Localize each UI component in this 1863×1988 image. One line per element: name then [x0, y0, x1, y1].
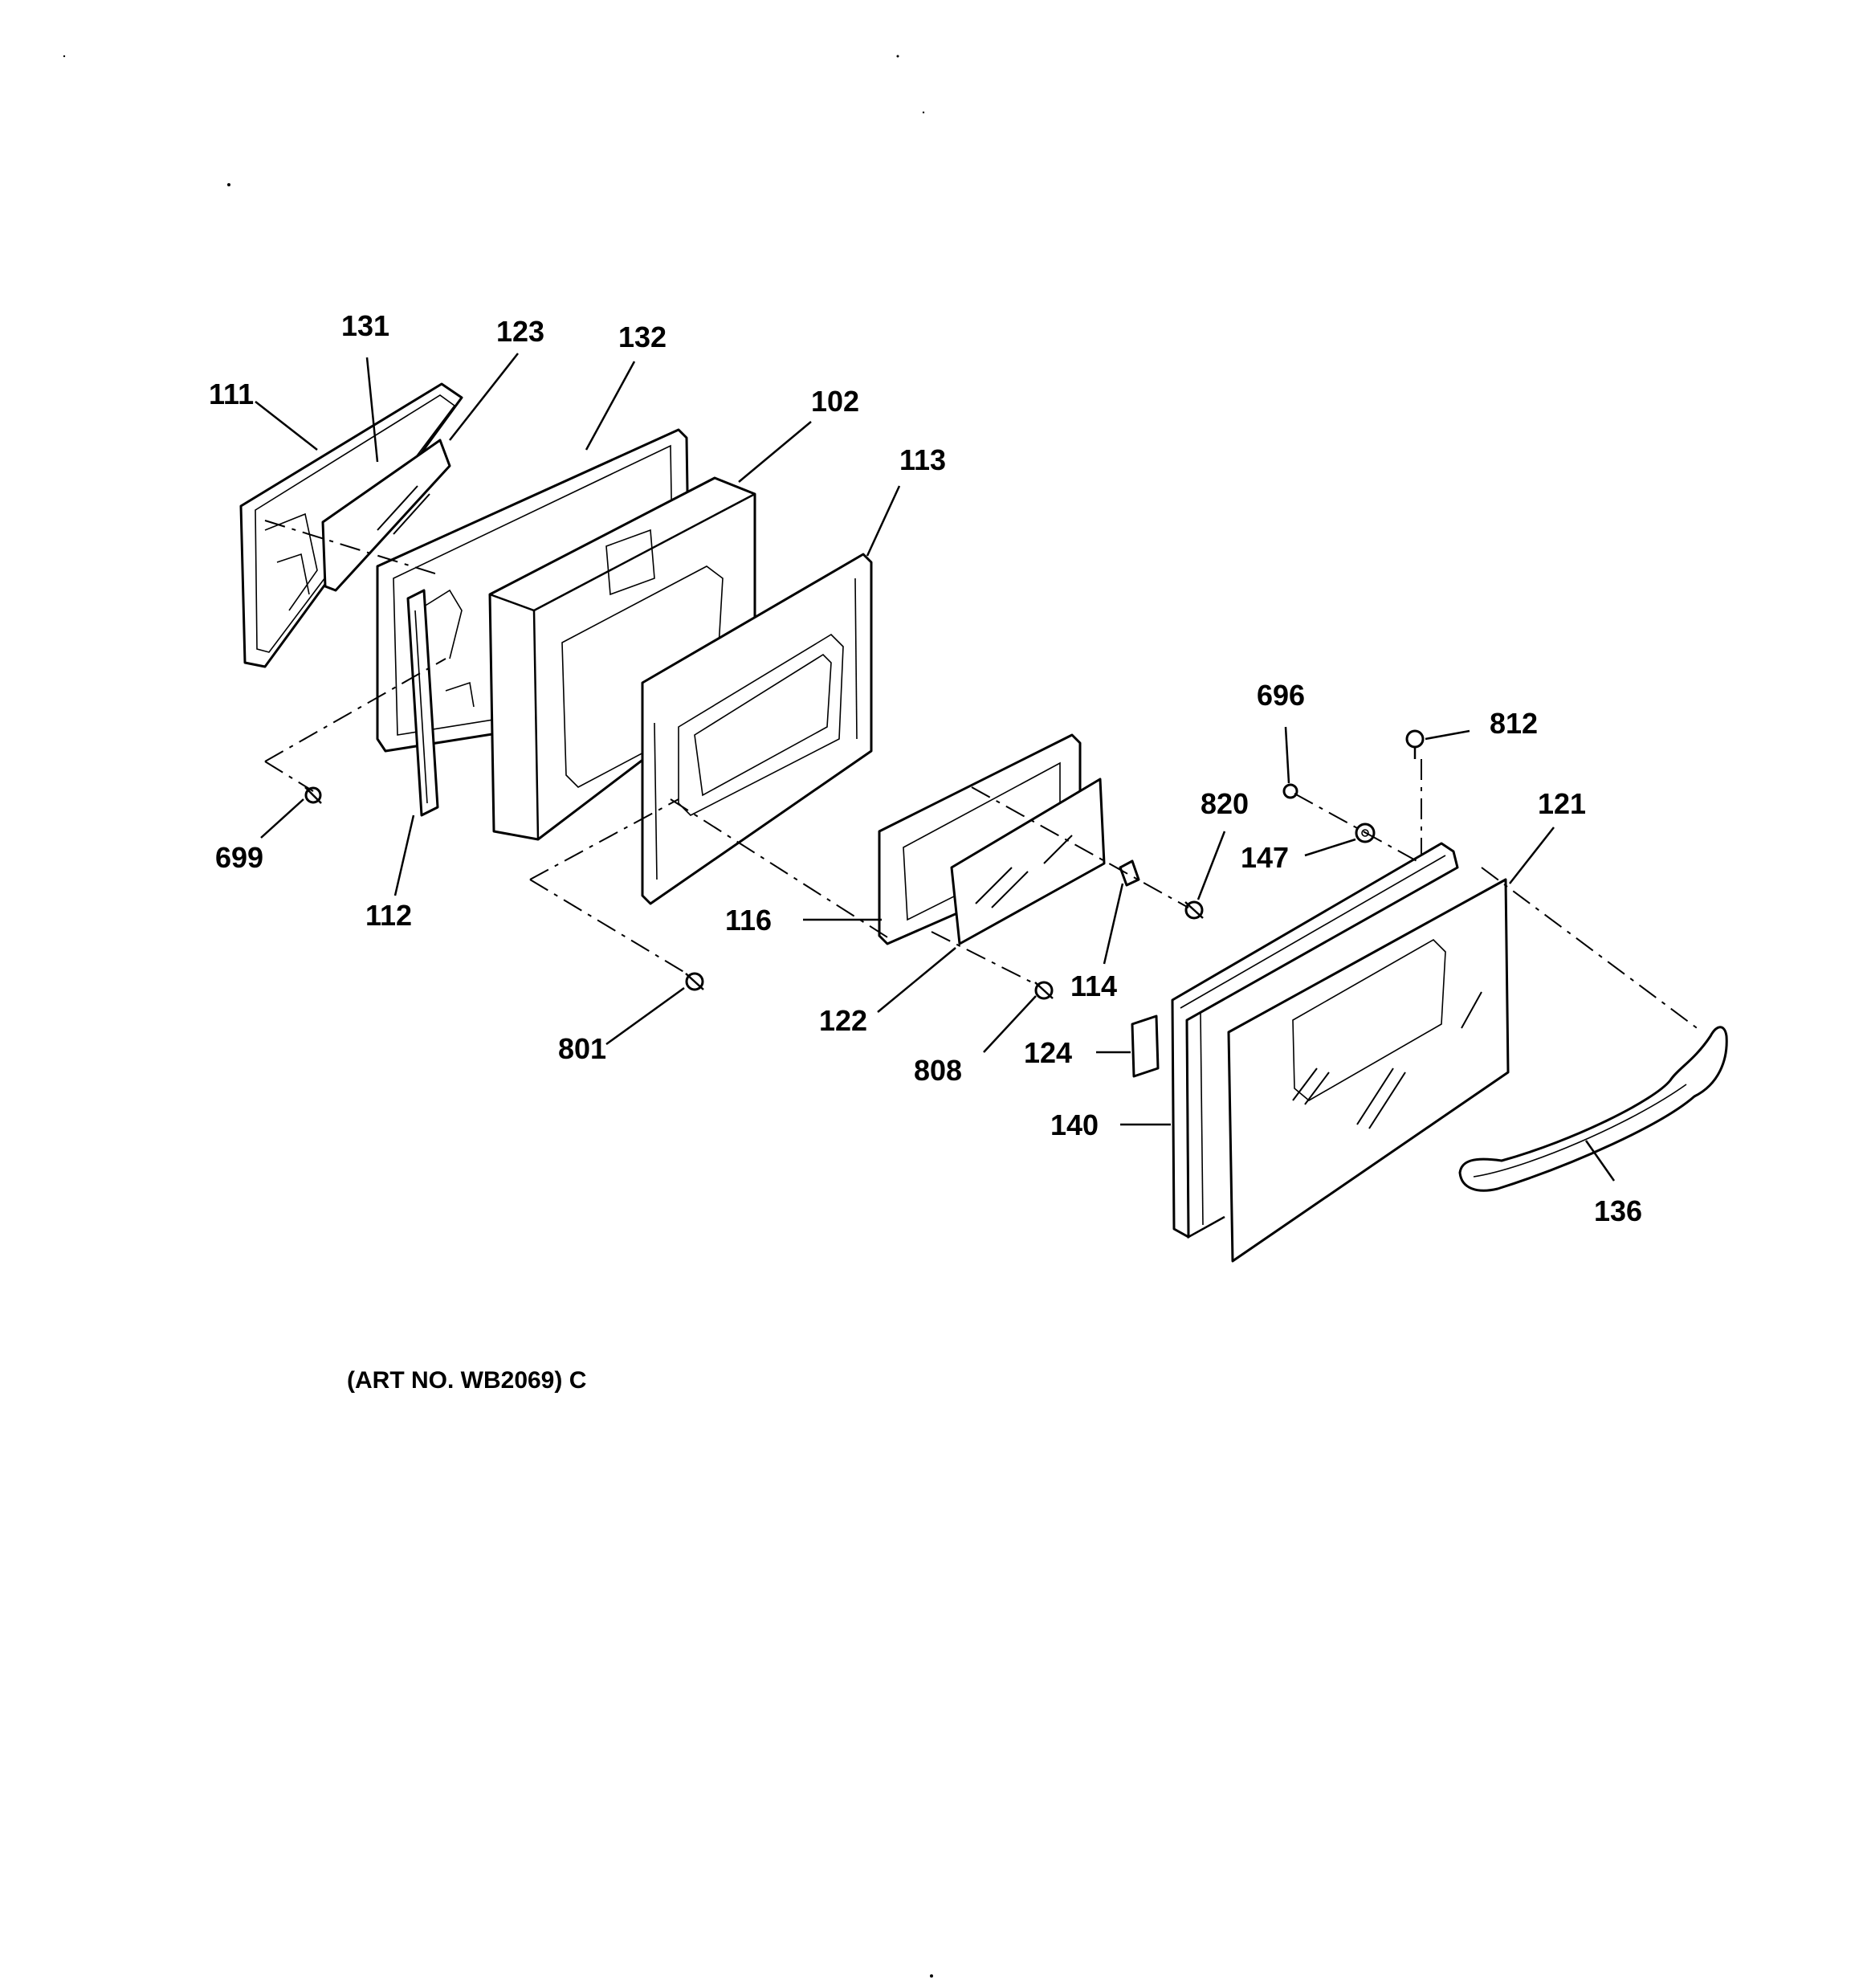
screw-812	[1405, 729, 1425, 759]
callout-131: 131	[341, 309, 389, 342]
screw-801	[685, 972, 704, 991]
callout-696: 696	[1257, 679, 1305, 712]
callout-699: 699	[215, 841, 263, 874]
screw-696	[1282, 783, 1298, 799]
part-121-outer-glass	[1227, 878, 1510, 1263]
callout-140: 140	[1050, 1108, 1099, 1141]
part-112-hinge-channel	[406, 589, 439, 817]
part-102-insulation	[488, 476, 756, 841]
callout-820: 820	[1201, 787, 1249, 820]
callout-136: 136	[1594, 1194, 1642, 1227]
callout-122: 122	[819, 1004, 867, 1037]
part-136-handle	[1458, 1026, 1728, 1192]
callout-801: 801	[558, 1032, 606, 1065]
callout-111: 111	[209, 378, 254, 410]
assembly-lines	[264, 520, 1703, 1033]
callout-124: 124	[1024, 1036, 1072, 1069]
callout-116: 116	[725, 904, 772, 937]
callout-112: 112	[365, 899, 412, 932]
part-123-inner-glass	[321, 439, 451, 592]
part-140-outer-frame	[1171, 842, 1459, 1239]
callout-812: 812	[1490, 707, 1538, 740]
leader-lines	[255, 353, 1616, 1182]
callout-132: 132	[618, 320, 667, 353]
callout-123: 123	[496, 315, 544, 348]
part-114-clip	[1119, 859, 1140, 887]
callout-114: 114	[1070, 970, 1117, 1002]
callout-121: 121	[1538, 787, 1586, 820]
part-124-insert	[1131, 1014, 1160, 1078]
scan-speckles	[63, 55, 933, 1978]
screw-820	[1184, 900, 1204, 920]
art-number: (ART NO. WB2069) C	[347, 1367, 586, 1394]
callout-labels: 111 131 123 132 102 113 699 112 801 116 …	[209, 309, 1642, 1227]
callout-102: 102	[811, 385, 859, 418]
callout-147: 147	[1241, 841, 1289, 874]
screw-699	[304, 786, 322, 804]
callout-113: 113	[899, 443, 946, 476]
part-113-inner-panel	[641, 553, 873, 905]
callout-808: 808	[914, 1054, 962, 1087]
